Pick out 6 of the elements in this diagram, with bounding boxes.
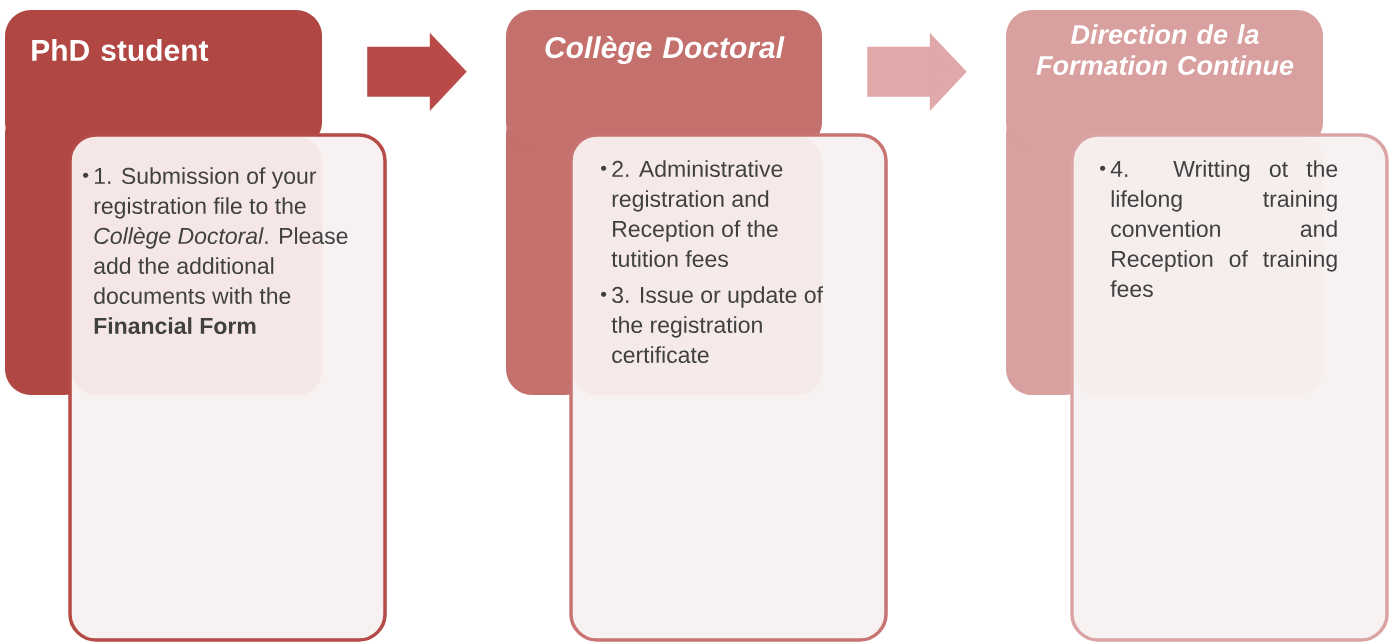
- content-box: 4. Writting ot the lifelong training convention and Reception of training fees: [1070, 133, 1389, 642]
- header-box: PhD student: [5, 10, 322, 148]
- header-box: Collège Doctoral: [506, 10, 822, 148]
- content-box: 1. Submission of your registration file to the Collège Doctoral. Please add the additional documents with the Financial Form: [68, 133, 387, 642]
- header-box: Direction de la Formation Continue: [1006, 10, 1323, 148]
- content-box: 2. Administrative registration and Reception of the tutition fees 3. Issue or update of the registration certificate: [569, 133, 888, 642]
